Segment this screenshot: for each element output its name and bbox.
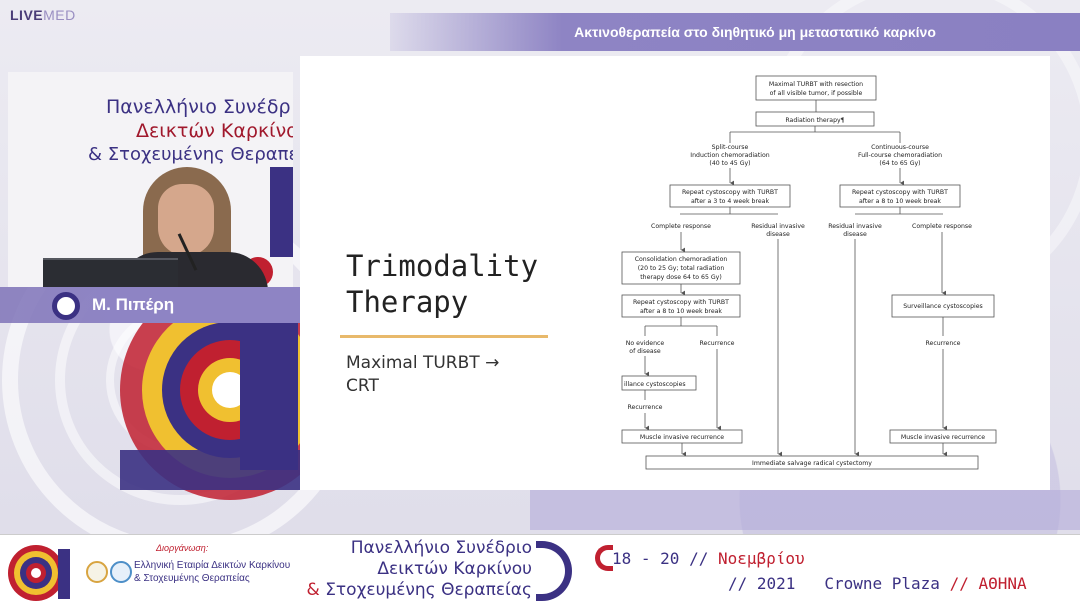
- conference-title-line3: & Στοχευμένης Θεραπείας: [292, 580, 532, 601]
- conference-title-line2: Δεικτών Καρκίνου: [377, 559, 532, 579]
- slide-subtitle-line1: Maximal TURBT →: [346, 353, 500, 373]
- speaker-face: [158, 184, 214, 256]
- logo-med-text: MED: [43, 7, 76, 23]
- dates-text: 18 - 20: [612, 549, 680, 568]
- slide-subtitle-line2: CRT: [346, 376, 379, 396]
- date-bullet-icon: [595, 545, 613, 571]
- city-text: ΑΘΗΝΑ: [978, 574, 1027, 593]
- slide-title-line2: Therapy: [346, 285, 469, 319]
- conference-logo-icon: [8, 545, 70, 601]
- video-banner-decor: [270, 167, 293, 257]
- venue-separator: //: [939, 574, 979, 593]
- society-emblem-icon: [110, 561, 132, 583]
- session-title: Ακτινοθεραπεία στο διηθητικό μη μεταστατ…: [574, 24, 936, 40]
- speaker-name-bar: Μ. Πιπέρη: [0, 287, 300, 323]
- dates-separator: //: [679, 549, 718, 568]
- video-banner-line2: Δεικτών Καρκίνο: [136, 120, 293, 142]
- slide-title: Trimodality Therapy: [346, 248, 538, 320]
- conference-dates: 18 - 20 // Νοεμβρίου: [612, 549, 805, 568]
- society-seal-icon: [86, 561, 108, 583]
- slide-subtitle: Maximal TURBT → CRT: [346, 352, 499, 398]
- conference-title-line1: Πανελλήνιο Συνέδριο: [350, 538, 532, 558]
- speaker-video: Πανελλήνιο Συνέδρ Δεικτών Καρκίνο & Στοχ…: [8, 72, 293, 287]
- footer-arc-decor: [536, 541, 572, 601]
- presentation-slide: Trimodality Therapy Maximal TURBT → CRT: [300, 56, 1050, 490]
- month-text: Νοεμβρίου: [717, 549, 805, 568]
- organizer-line2: & Στοχευμένης Θεραπείας: [134, 573, 250, 584]
- footer-banner: Διοργάνωση: Ελληνική Εταιρία Δεικτών Καρ…: [0, 534, 1080, 608]
- conference-title-amp: &: [306, 580, 326, 600]
- video-banner-line3: & Στοχευμένης Θεραπεί: [88, 144, 293, 165]
- slide-divider: [340, 335, 548, 338]
- slide-title-line1: Trimodality: [346, 249, 539, 283]
- logo-live-text: LIVE: [10, 7, 44, 23]
- conference-venue: // 2021 Crowne Plaza // ΑΘΗΝΑ: [728, 574, 1027, 593]
- conference-title: Πανελλήνιο Συνέδριο Δεικτών Καρκίνου & Σ…: [292, 538, 532, 601]
- year-separator: //: [728, 574, 757, 593]
- laptop: [43, 258, 178, 287]
- organizer-label: Διοργάνωση:: [156, 543, 209, 553]
- organizer-line1: Ελληνική Εταιρία Δεικτών Καρκίνου: [134, 560, 291, 571]
- organizer-text: Ελληνική Εταιρία Δεικτών Καρκίνου & Στοχ…: [134, 559, 290, 585]
- livemed-logo: LIVEMED: [10, 7, 76, 23]
- name-ring-icon: [52, 292, 80, 320]
- speaker-name: Μ. Πιπέρη: [92, 295, 175, 314]
- year-text: 2021: [756, 574, 796, 593]
- session-title-bar: Ακτινοθεραπεία στο διηθητικό μη μεταστατ…: [390, 13, 1080, 51]
- venue-text: Crowne Plaza: [824, 574, 940, 593]
- conference-title-line3-text: Στοχευμένης Θεραπείας: [325, 580, 532, 600]
- video-banner-line1: Πανελλήνιο Συνέδρ: [106, 96, 291, 118]
